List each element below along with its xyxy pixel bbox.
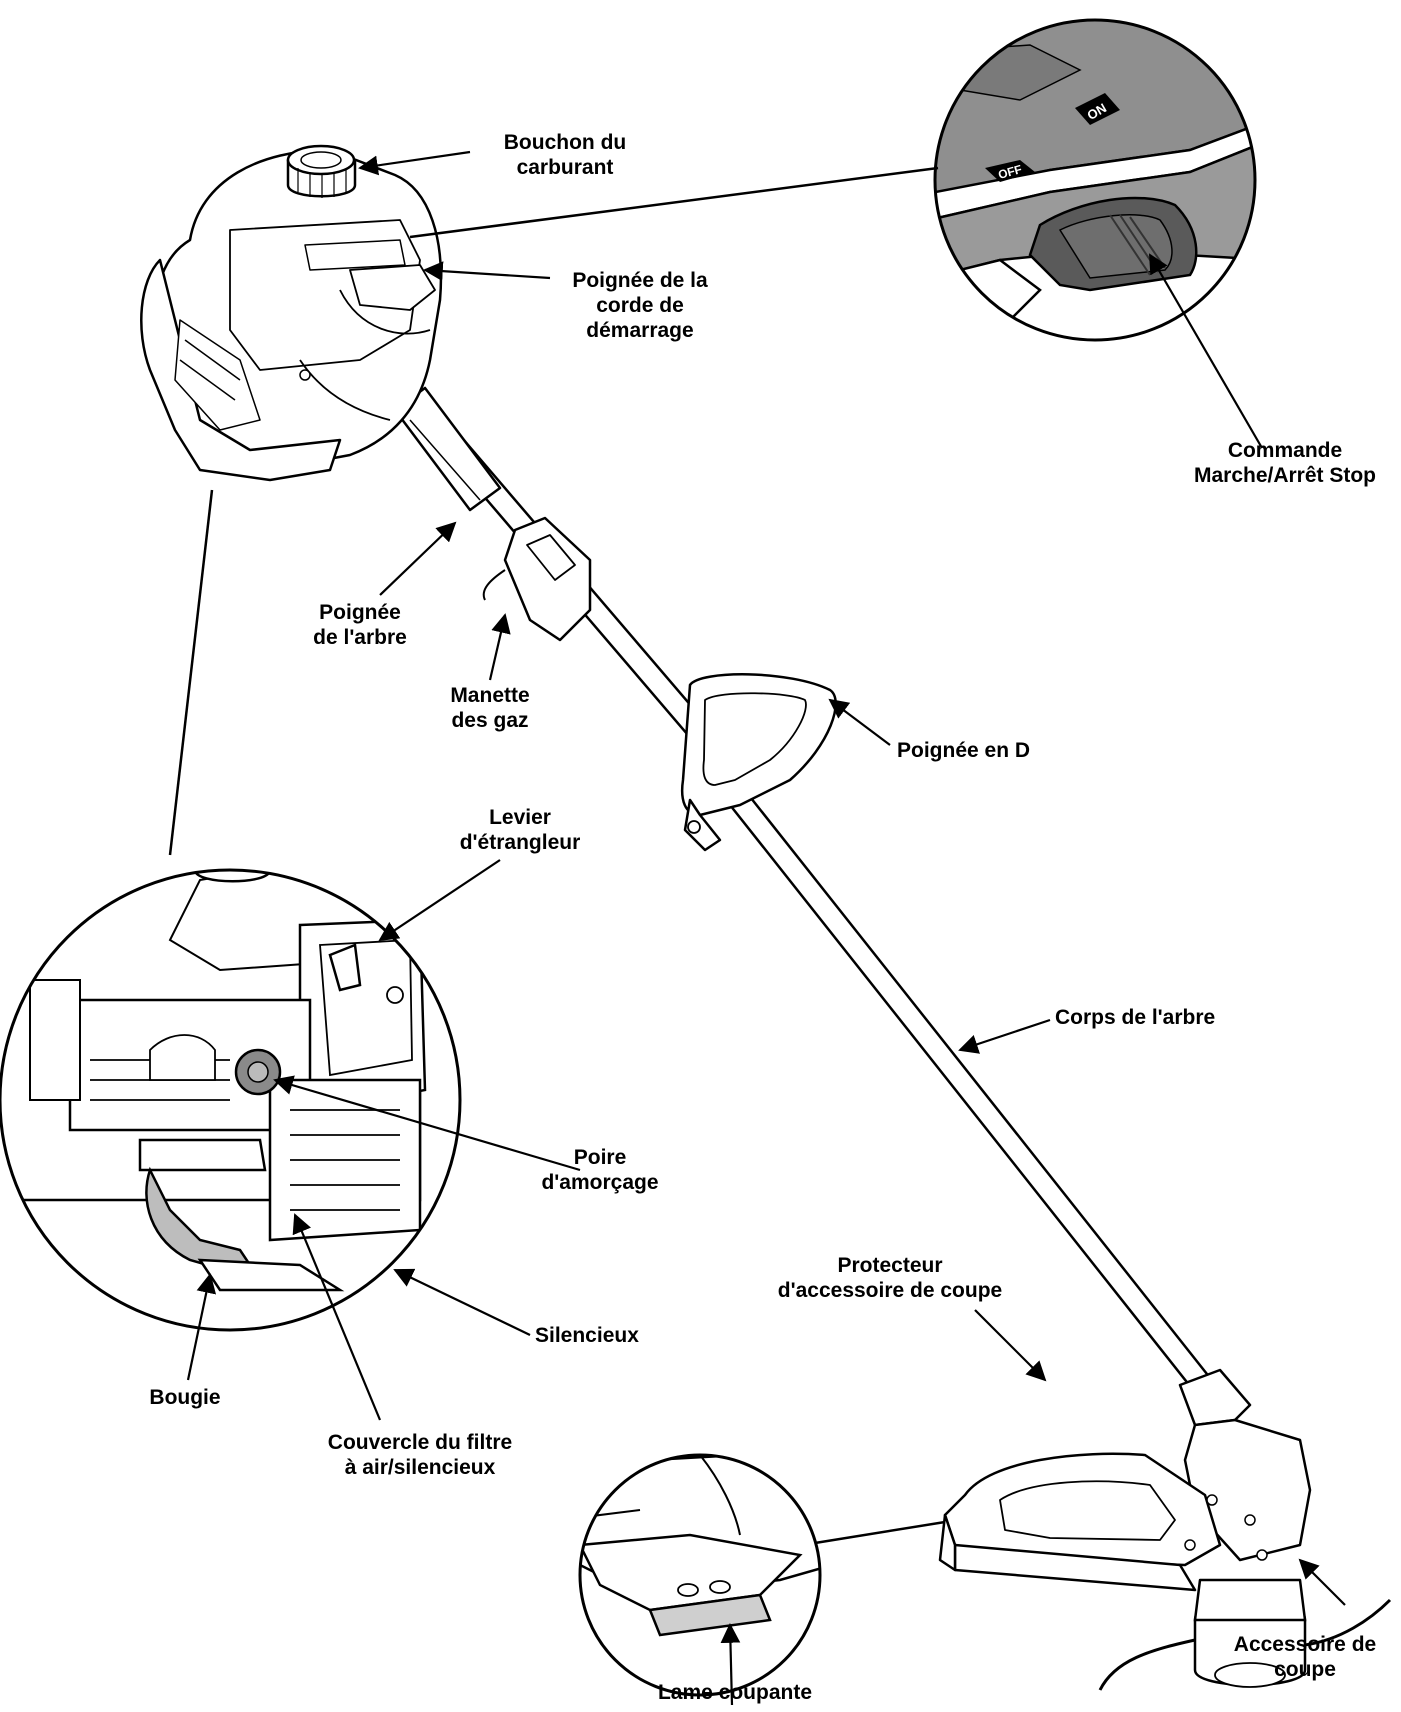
trimmer-head: [938, 1368, 1392, 1691]
leader-lines: [186, 150, 1346, 1706]
label-cutting-head: Accessoire de coupe: [1233, 1633, 1377, 1681]
label-primer-bulb: Poire d'amorçage: [541, 1146, 659, 1194]
label-choke-lever: Levier d'étrangleur: [459, 806, 581, 854]
leader-shaft-handle: [379, 521, 457, 596]
engine-inset: [0, 868, 462, 1332]
inset-connectors: [168, 166, 946, 1545]
label-air-filter-cover: Couvercle du filtre à air/silencieux: [327, 1431, 513, 1479]
leader-throttle: [488, 613, 511, 681]
blade-inset: [578, 1453, 822, 1697]
label-on-off-switch: Commande Marche/Arrêt Stop: [1193, 439, 1377, 487]
blade-connector: [814, 1520, 946, 1545]
label-fuel-cap: Bouchon du carburant: [503, 131, 627, 179]
leader-switch: [1149, 253, 1263, 449]
label-shaft-body: Corps de l'arbre: [1055, 1006, 1216, 1029]
label-starter-rope: Poignée de la corde de démarrage: [572, 269, 708, 342]
throttle-handle: [482, 516, 592, 642]
leader-spark-plug: [186, 1273, 217, 1381]
leader-blade: [720, 1623, 741, 1706]
label-throttle: Manette des gaz: [450, 684, 530, 732]
trimmer-main: [140, 144, 1392, 1691]
engine-housing: [140, 148, 443, 482]
leader-d-handle: [828, 698, 891, 746]
leader-shaft-body: [958, 1018, 1051, 1054]
switch-inset: ON OFF: [933, 18, 1257, 342]
label-muffler: Silencieux: [535, 1324, 639, 1347]
switch-connector: [409, 166, 939, 239]
leader-choke: [378, 859, 501, 942]
engine-connector: [168, 489, 214, 856]
leader-cutting-head: [1298, 1558, 1346, 1606]
label-blade: Lame coupante: [657, 1681, 813, 1704]
leader-fuel-cap: [358, 150, 471, 176]
fuel-cap: [286, 144, 357, 198]
leader-muffler: [393, 1268, 531, 1336]
label-spark-plug: Bougie: [149, 1386, 221, 1409]
off-label: OFF: [997, 162, 1024, 182]
leader-air-filter: [292, 1213, 382, 1421]
on-badge: ON: [1075, 93, 1120, 125]
label-d-handle: Poignée en D: [897, 739, 1031, 762]
leader-primer: [273, 1075, 581, 1172]
label-guard: Protecteur d'accessoire de coupe: [777, 1254, 1003, 1302]
leader-guard: [974, 1309, 1047, 1382]
label-shaft-handle: Poignée de l'arbre: [313, 601, 407, 649]
off-badge: OFF: [985, 160, 1035, 182]
leader-starter-rope: [423, 261, 551, 282]
lower-shaft: [728, 791, 1224, 1407]
